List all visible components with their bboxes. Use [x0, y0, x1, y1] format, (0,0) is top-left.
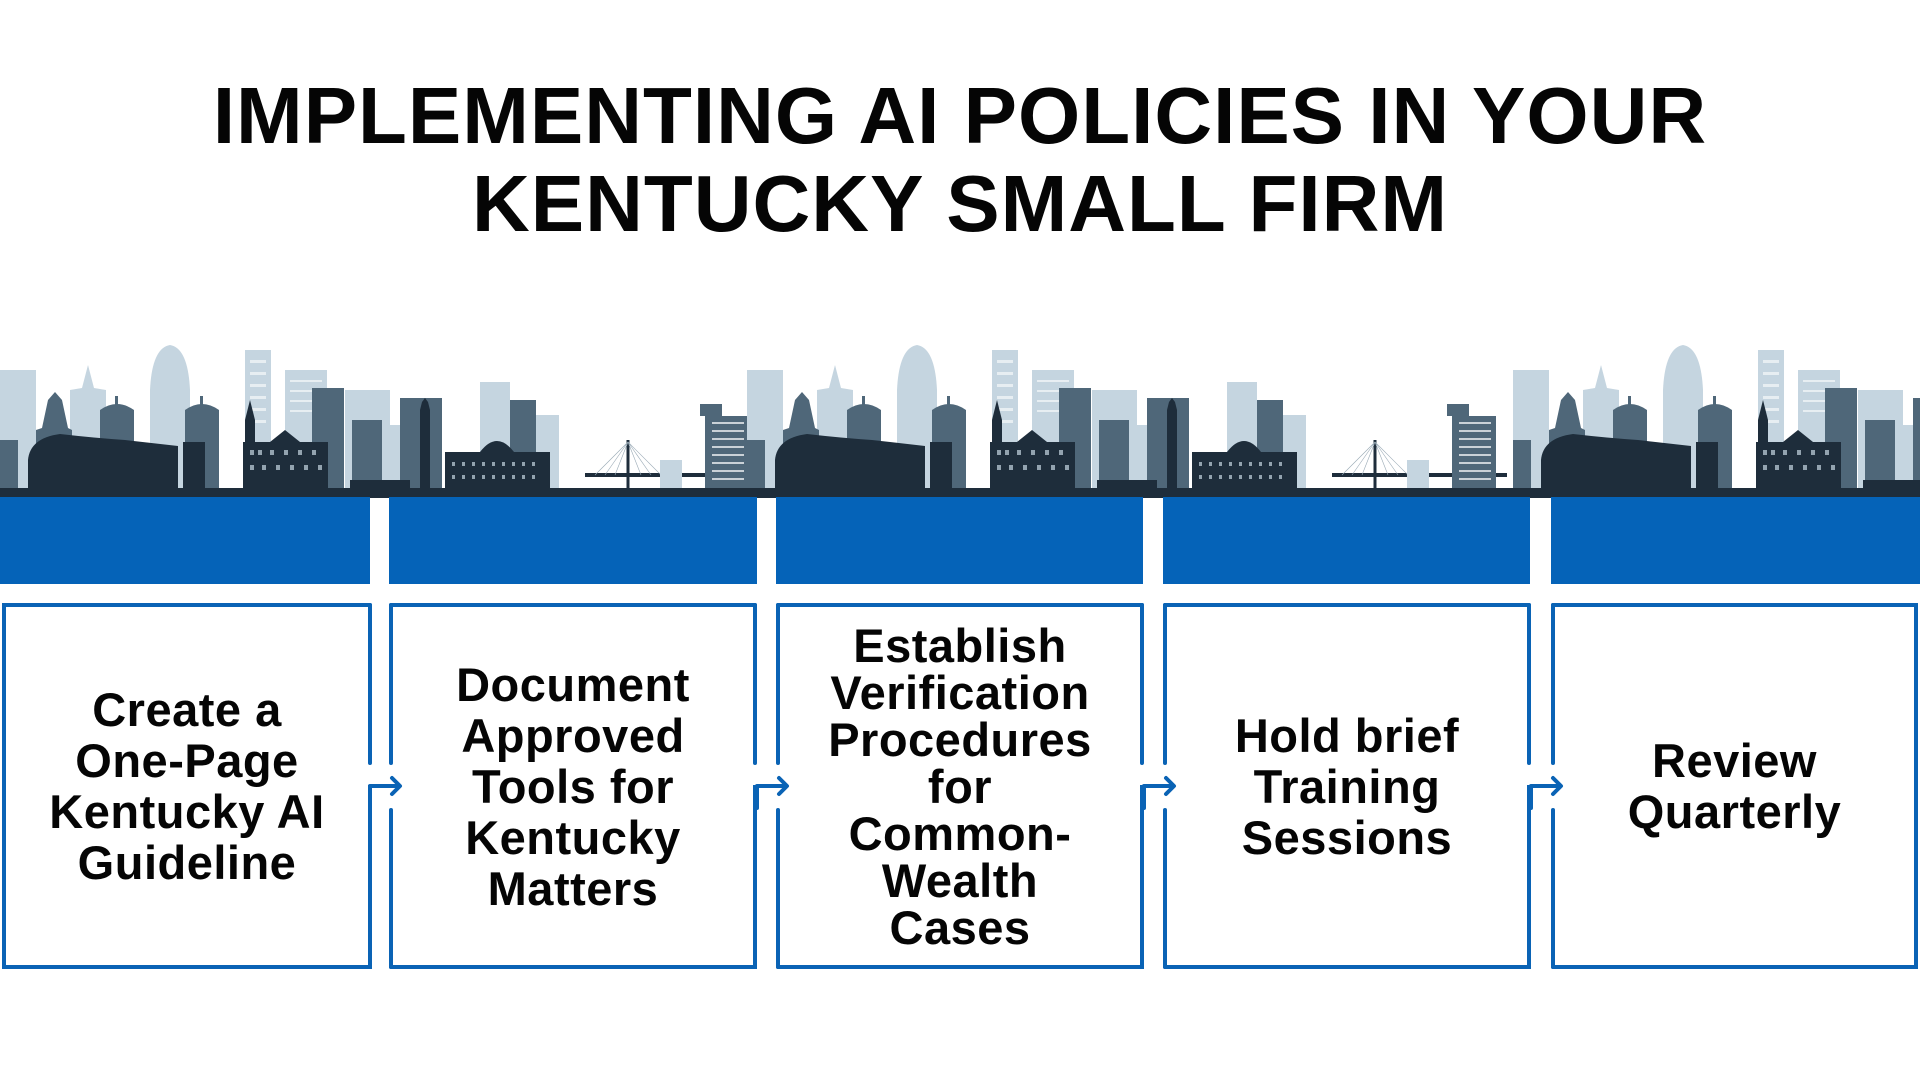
- page-title: IMPLEMENTING AI POLICIES IN YOUR KENTUCK…: [0, 72, 1920, 248]
- title-line-2: KENTUCKY SMALL FIRM: [471, 159, 1449, 248]
- step-4-box: Hold brief Training Sessions: [1163, 603, 1531, 969]
- arrow-right-icon: [1529, 776, 1563, 810]
- arrow-right-icon: [1142, 776, 1176, 810]
- step-5-box: Review Quarterly: [1551, 603, 1918, 969]
- step-3-box: Establish Verification Procedures for Co…: [776, 603, 1144, 969]
- city-skyline-illustration: [0, 343, 1920, 498]
- step-4-header-bar: [1163, 497, 1530, 584]
- step-1-box: Create a One-Page Kentucky AI Guideline: [2, 603, 372, 969]
- arrow-right-icon: [755, 776, 789, 810]
- step-2-header-bar: [389, 497, 757, 584]
- arrow-right-icon: [368, 776, 402, 810]
- step-2-box: Document Approved Tools for Kentucky Mat…: [389, 603, 757, 969]
- step-1-header-bar: [0, 497, 370, 584]
- step-5-label: Review Quarterly: [1627, 734, 1842, 838]
- title-line-1: IMPLEMENTING AI POLICIES IN YOUR: [212, 71, 1708, 160]
- step-3-label: Establish Verification Procedures for Co…: [828, 618, 1092, 954]
- step-1-label: Create a One-Page Kentucky AI Guideline: [49, 683, 325, 889]
- step-3-header-bar: [776, 497, 1143, 584]
- step-5-header-bar: [1551, 497, 1920, 584]
- step-4-label: Hold brief Training Sessions: [1234, 708, 1460, 864]
- step-2-label: Document Approved Tools for Kentucky Mat…: [456, 657, 690, 915]
